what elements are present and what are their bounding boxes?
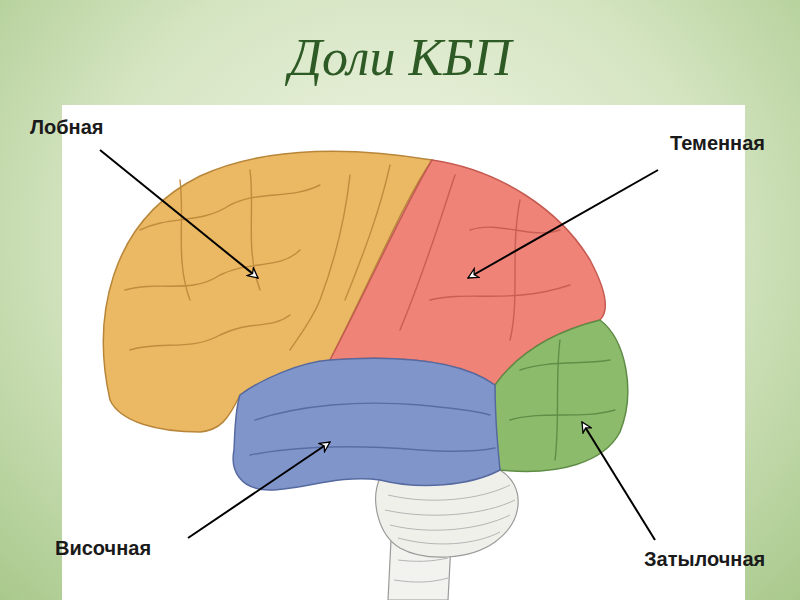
occipital-lobe <box>495 320 628 471</box>
lobe-label: Лобная <box>30 116 103 139</box>
leader-line <box>100 150 258 278</box>
leader-lines <box>100 150 658 540</box>
title-wrap: Доли КБП <box>289 28 511 87</box>
lobe-label: Теменная <box>670 132 765 155</box>
label-wrap: Затылочная <box>644 548 765 571</box>
label-wrap: Височная <box>55 537 151 560</box>
label-wrap: Лобная <box>30 116 103 139</box>
label-wrap: Теменная <box>670 132 765 155</box>
leader-line <box>582 422 655 540</box>
white-panel <box>62 105 745 600</box>
lobe-label: Затылочная <box>644 548 765 571</box>
cerebellum-folia <box>385 485 515 582</box>
lobe-label: Височная <box>55 537 151 560</box>
gyri <box>125 165 615 460</box>
slide-title: Доли КБП <box>289 28 511 87</box>
temporal-lobe <box>233 358 500 490</box>
leader-line <box>188 442 330 538</box>
leader-line <box>468 170 658 278</box>
